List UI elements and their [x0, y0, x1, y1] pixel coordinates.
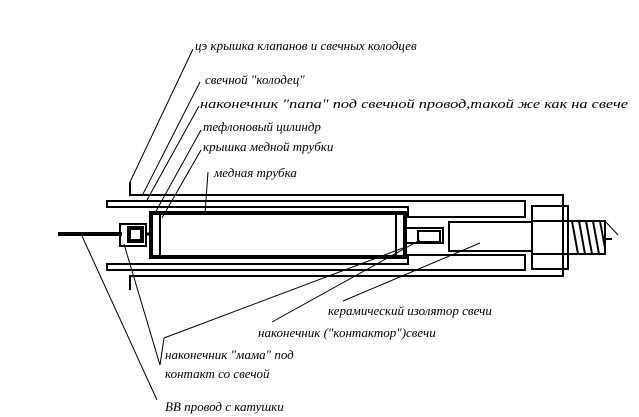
label-hv-wire: ВВ провод с катушки: [165, 399, 284, 414]
plug-contact: [417, 230, 441, 243]
copper-tube: [149, 211, 407, 259]
thread-hatching: [571, 220, 606, 255]
plug-well-top-wall: [106, 200, 526, 218]
label-female-terminal-2: контакт со свечой: [165, 366, 270, 381]
label-ceramic-insulator: керамический изолятор свечи: [328, 303, 492, 318]
label-plug-terminal: наконечник ("контактор")свечи: [258, 325, 436, 340]
female-terminal: [127, 226, 144, 243]
label-tube-cap: крышка медной трубки: [203, 139, 334, 154]
label-valve-cover: цэ крышка клапанов и свечных колодцев: [195, 38, 417, 53]
label-teflon-cylinder: тефлоновый цилиндр: [203, 119, 321, 134]
label-female-terminal-1: наконечник "мама" под: [165, 347, 294, 362]
label-copper-tube: медная трубка: [213, 165, 297, 180]
label-plug-well: свечной "колодец": [205, 72, 305, 87]
label-male-terminal: наконечник "папа" под свечной провод,так…: [200, 96, 628, 111]
plug-well-bottom-wall: [106, 254, 526, 271]
leader-lines: [81, 48, 481, 401]
ceramic-insulator: [448, 221, 533, 252]
valve-cover-outline: [129, 182, 564, 290]
